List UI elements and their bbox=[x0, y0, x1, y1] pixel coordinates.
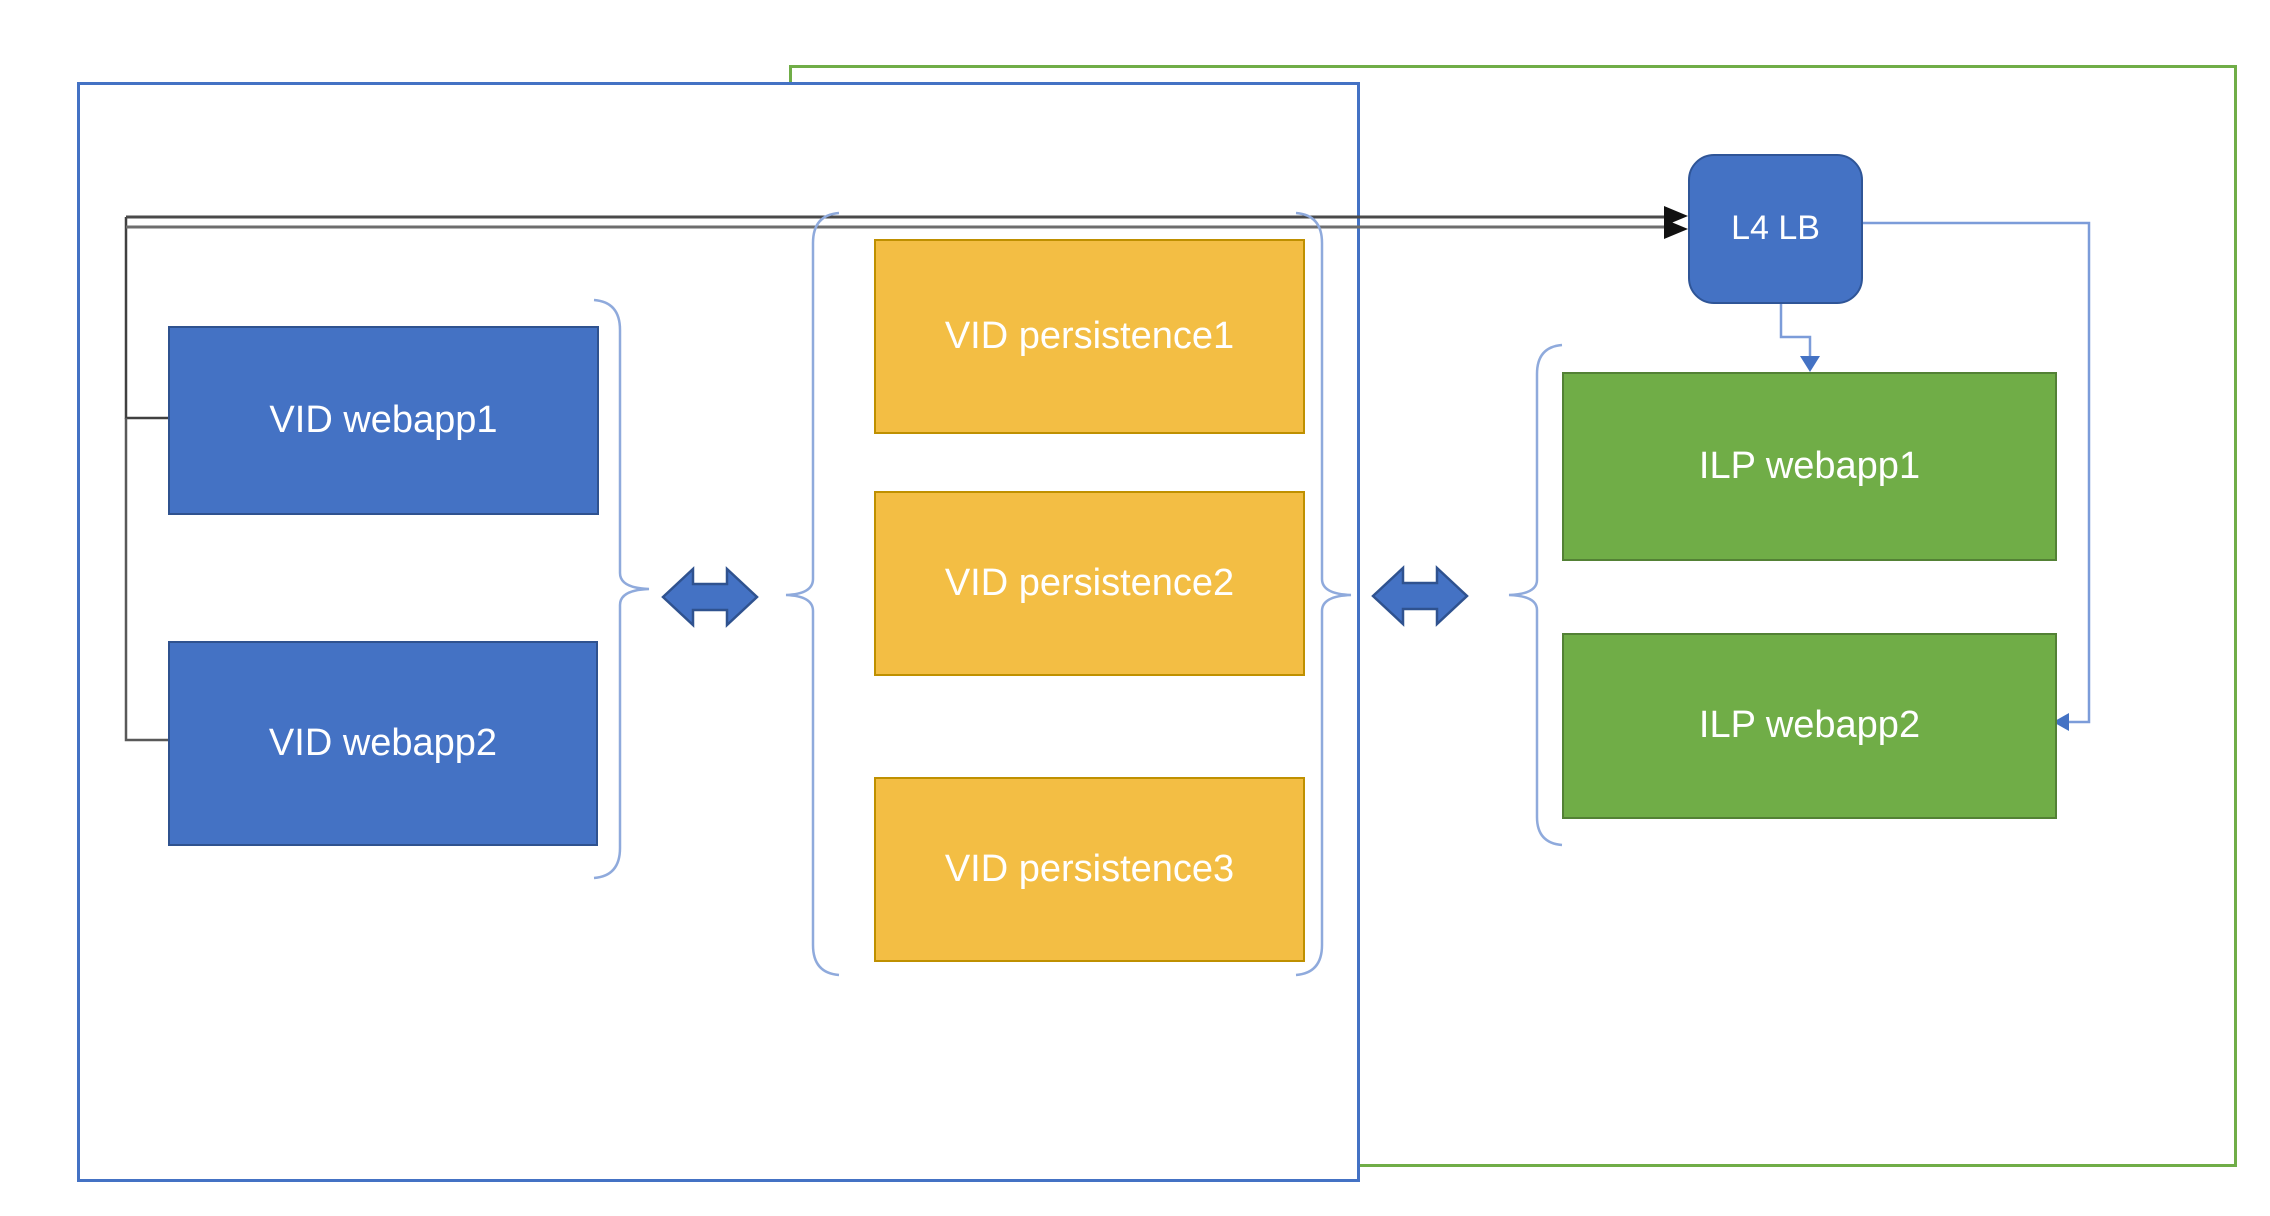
box-label: VID webapp2 bbox=[268, 721, 498, 764]
box-label: L4 LB bbox=[1731, 209, 1820, 248]
box-label: VID persistence3 bbox=[944, 847, 1235, 890]
vid-persistence2-box: VID persistence2 bbox=[874, 491, 1305, 676]
box-label: ILP webapp2 bbox=[1698, 704, 1921, 747]
vid-webapp1-box: VID webapp1 bbox=[168, 326, 599, 515]
box-label: VID persistence1 bbox=[944, 314, 1235, 357]
box-label: VID webapp1 bbox=[269, 398, 498, 441]
vid-webapp2-box: VID webapp2 bbox=[168, 641, 598, 846]
vid-persistence1-box: VID persistence1 bbox=[874, 239, 1305, 434]
ilp-webapp2-box: ILP webapp2 bbox=[1562, 633, 2057, 819]
box-label: ILP webapp1 bbox=[1698, 444, 1921, 487]
vid-persistence3-box: VID persistence3 bbox=[874, 777, 1305, 962]
l4-lb-box: L4 LB bbox=[1688, 154, 1863, 304]
ilp-webapp1-box: ILP webapp1 bbox=[1562, 372, 2057, 561]
box-label: VID persistence2 bbox=[944, 561, 1235, 604]
